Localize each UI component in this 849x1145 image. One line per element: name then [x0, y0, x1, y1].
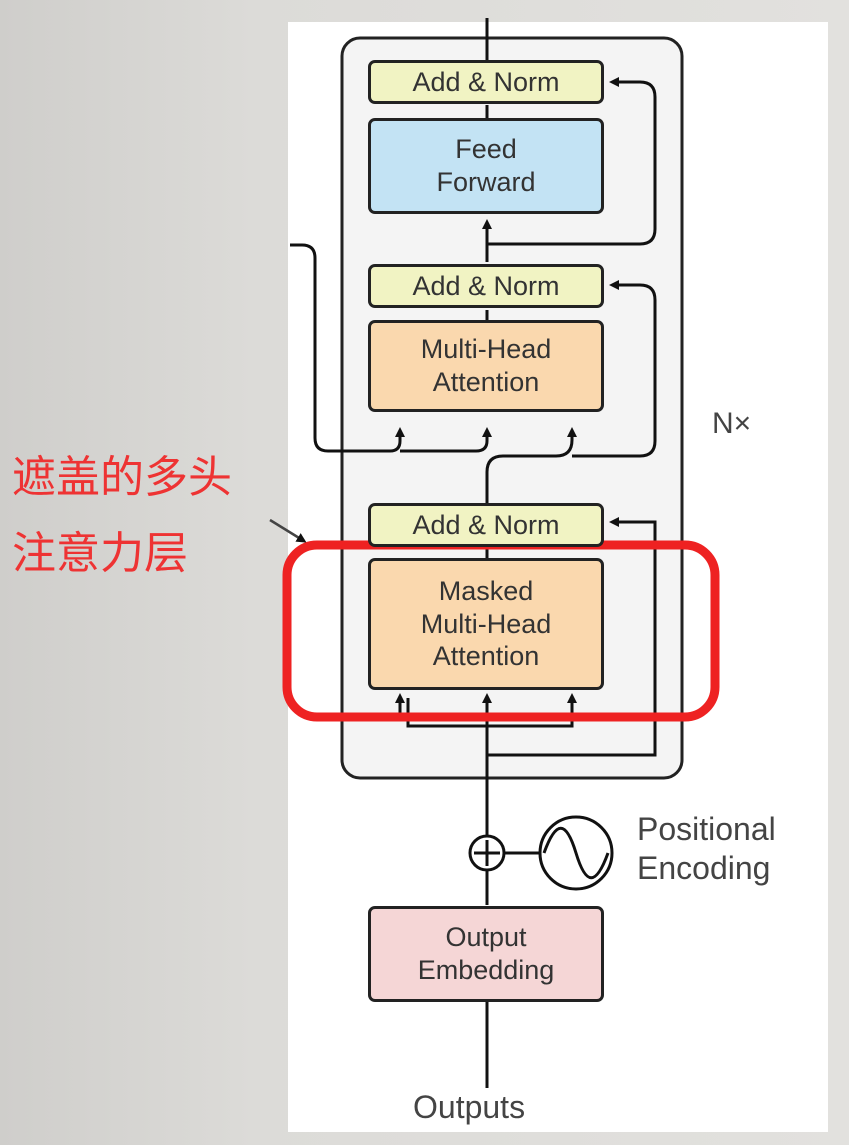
positional-encoding-label: Positional Encoding	[637, 810, 776, 888]
output-embedding-line-2: Embedding	[417, 955, 555, 985]
path-norm-to-mha	[485, 427, 577, 505]
annotation-line-1: 遮盖的多头	[12, 452, 232, 503]
feed-forward-line-1: Feed	[455, 134, 517, 165]
add-norm-top: Add & Norm	[368, 60, 604, 104]
mha-line-1: Multi-Head	[420, 334, 552, 365]
masked-line-1: Masked	[438, 575, 534, 606]
feed-forward-line-2: Forward	[436, 167, 536, 197]
masked-line-2: Multi-Head	[420, 608, 552, 639]
annotation-pointer	[269, 518, 307, 543]
annotation-line-2: 注意力层	[12, 528, 188, 579]
residual-bottom	[487, 517, 657, 757]
mha-line-2: Attention	[432, 367, 540, 397]
sine-wave-icon	[542, 827, 610, 879]
add-norm-mid: Add & Norm	[368, 264, 604, 308]
repeat-label: N×	[712, 407, 752, 440]
outputs-label: Outputs	[413, 1089, 526, 1125]
positional-encoding-line-1: Positional	[637, 811, 776, 847]
positional-encoding-line-2: Encoding	[637, 850, 771, 887]
add-norm-top-label: Add & Norm	[412, 66, 560, 97]
masked-line-3: Attention	[432, 641, 540, 672]
add-norm-mid-label: Add & Norm	[412, 270, 560, 301]
feed-forward-block: Feed Forward	[368, 118, 604, 214]
masked-multi-head-attention-block: Masked Multi-Head Attention	[368, 558, 604, 690]
output-embedding-block: Output Embedding	[368, 906, 604, 1002]
output-embedding-line-1: Output	[445, 922, 527, 953]
multi-head-attention-block: Multi-Head Attention	[368, 320, 604, 412]
encoder-memory-line	[290, 243, 405, 453]
residual-middle	[572, 280, 657, 458]
residual-top	[487, 77, 657, 246]
add-norm-bottom: Add & Norm	[368, 503, 604, 547]
encoder-memory-branch	[400, 427, 492, 453]
add-norm-bottom-label: Add & Norm	[412, 509, 560, 540]
